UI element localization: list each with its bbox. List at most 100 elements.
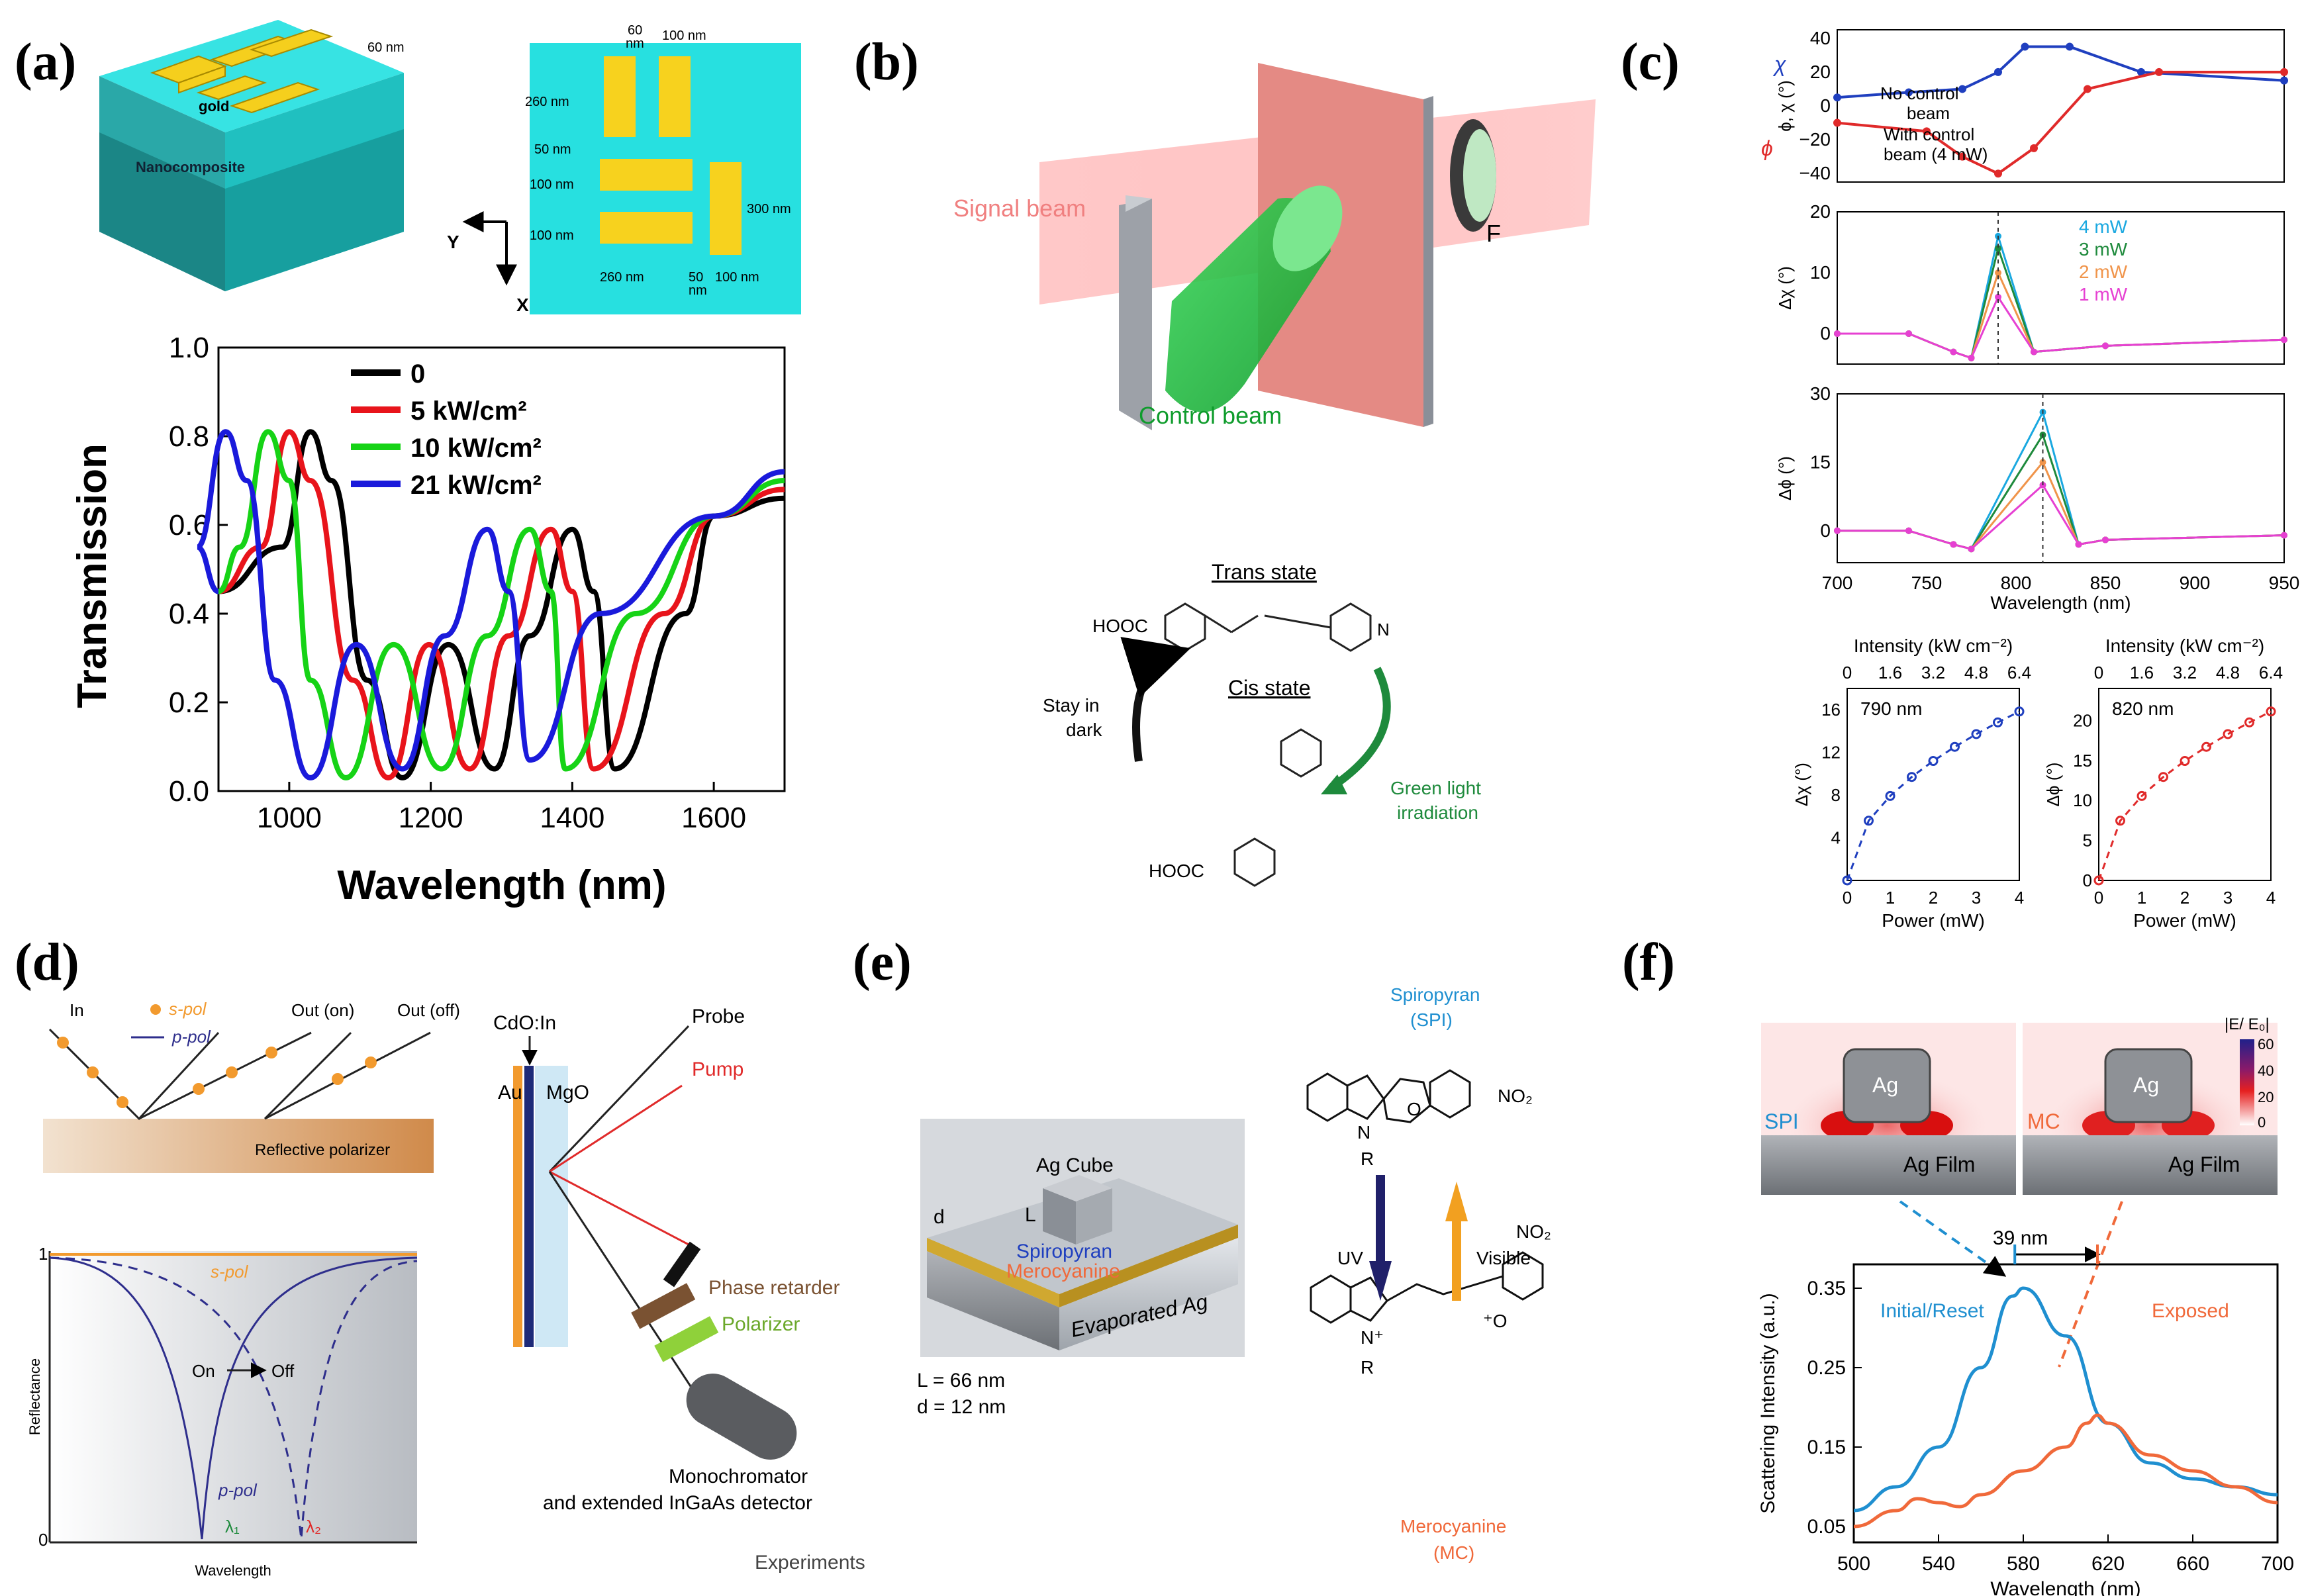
f-scattering-chart: Scattering Intensity (a.u.) Wavelength (… [1757,1227,2294,1596]
c-inset-label: 820 nm [2112,698,2174,719]
f-ytick-label: 0.25 [1807,1357,1846,1379]
c-top-point [1958,152,1966,161]
a-axis-x: X [516,295,529,315]
b-hooc-top: HOOC [1092,616,1148,636]
c-ytick-label: 15 [1810,451,1831,472]
c-inset-ytick: 20 [2073,710,2092,730]
e-molecules: Spiropyran (SPI) NO₂ O N R UV Visible [1306,984,1551,1563]
a-gold-label: gold [199,98,229,115]
c-series-point [1950,348,1957,355]
c-inset-toptick: 3.2 [2173,663,2197,682]
c-series-point [1905,527,1912,534]
c-series-line [1837,295,2285,359]
panel-label-d: (d) [15,933,79,992]
c-ylabel: Δχ (°) [1775,266,1795,310]
f-cb-0: 0 [2258,1114,2266,1131]
c-xtick-label: 800 [2001,573,2032,593]
a-legend-label: 5 kW/cm² [410,397,527,426]
f-mc-label: MC [2027,1109,2060,1133]
a-xlabel: Wavelength (nm) [337,863,666,908]
a-transmission-chart: Transmission Wavelength (nm) 1000 1200 140… [70,332,786,908]
c-legend-label: 4 mW [2079,216,2128,237]
c-series-point [1995,293,2001,301]
c-inset-label: 790 nm [1860,698,1922,719]
c-inset-fit [2097,710,2272,881]
c-ytick-label: −40 [1800,163,1831,183]
f-ag-film-right: Ag Film [2168,1152,2240,1176]
f-shift-label: 39 nm [1993,1227,2048,1249]
c-inset-toptick: 3.2 [1921,663,1945,682]
c-inset-point [1864,816,1874,826]
c-top-point [1833,93,1841,102]
f-ag-right: Ag [2133,1073,2159,1097]
c-inset-xtick: 0 [2094,888,2103,908]
f-cb-60: 60 [2258,1036,2274,1053]
c-inset-toptick: 1.6 [2130,663,2154,682]
f-ytick-label: 0.35 [1807,1278,1846,1299]
d-y0: 0 [38,1530,48,1550]
c-plot-frame [1837,211,2285,365]
d-probe-label: Probe [692,1006,745,1027]
a-dim-260: 260 nm [525,95,569,109]
a-xtick-label: 1400 [540,802,604,834]
f-xtick-label: 700 [2261,1553,2294,1575]
c-series-point [2031,348,2037,355]
c-inset-frame [2098,688,2272,881]
a-ytick-label: 1.0 [169,332,209,364]
e-r-bottom: R [1361,1357,1374,1378]
c-inset-point [2158,772,2168,782]
c-series-point [1950,541,1957,548]
c-top-point [2021,42,2029,51]
c-series-point [2281,532,2287,539]
c-legend-label: 3 mW [2079,239,2128,259]
d-out-off-label: Out (off) [397,1000,460,1020]
e-mc-name: Merocyanine [1400,1516,1506,1536]
a-series-line [217,429,785,780]
c-inset-point [2136,790,2147,801]
f-plot-frame [1852,1263,2279,1544]
a-legend-label: 10 kW/cm² [410,434,542,463]
panel-label-a: (a) [15,33,76,91]
c-series-point [1905,330,1912,337]
c-series-point [1834,330,1841,337]
b-signal-beam-label: Signal beam [953,195,1086,222]
b-control-beam-label: Control beam [1139,402,1282,429]
a-dim-50b: 50 [689,270,703,285]
c-series-line [1837,232,2285,359]
c-annot-control-2: beam (4 mW) [1884,144,1988,164]
a-ytick-label: 0.0 [169,775,209,808]
e-merocyanine-layer: Merocyanine [1006,1260,1120,1282]
c-inset-point [1928,756,1939,767]
c-inset-toptick: 1.6 [1878,663,1902,682]
a-ylabel: Transmission [70,444,115,708]
panel-a: (a) gold Nanocomposite 60 nm [15,20,801,908]
a-xtick-label: 1200 [399,802,463,834]
b-filter-label: F [1486,220,1501,247]
e-no2-bottom: NO₂ [1516,1221,1551,1242]
f-spi-label: SPI [1764,1109,1799,1133]
e-n-top: N [1357,1122,1370,1143]
d-spol-label: s-pol [169,999,207,1019]
panel-label-b: (b) [854,33,919,91]
a-xtick-label: 1000 [257,802,322,834]
a-plot-frame [217,346,786,792]
c-xtick-label: 700 [1822,573,1853,593]
f-ag-film-left: Ag Film [1903,1152,1975,1176]
c-top-annotations: No control beam With control beam (4 mW)… [1761,52,1988,164]
b-green-light-1: Green light [1390,778,1481,798]
c-series-point [2075,541,2082,548]
d-polarizer2-label: Polarizer [722,1313,800,1335]
c-inset-xtick: 2 [1929,888,1938,908]
b-stay-dark-2: dark [1066,720,1102,740]
a-ytick-label: 0.8 [169,420,209,453]
d-xlabel: Wavelength [195,1562,271,1579]
c-inset-point [2201,741,2211,752]
c-inset-point [1950,741,1960,752]
c-top-point [1923,127,1931,136]
c-annot-control-1: With control [1884,124,1974,144]
c-inset-point [1907,772,1917,782]
a-dim-260b: 260 nm [600,270,644,285]
panel-e: (e) Ag Cube L d Spiropyran Merocyanine E… [853,933,1551,1563]
c-ytick-label: 30 [1810,383,1831,404]
c-top-point [2280,68,2288,76]
